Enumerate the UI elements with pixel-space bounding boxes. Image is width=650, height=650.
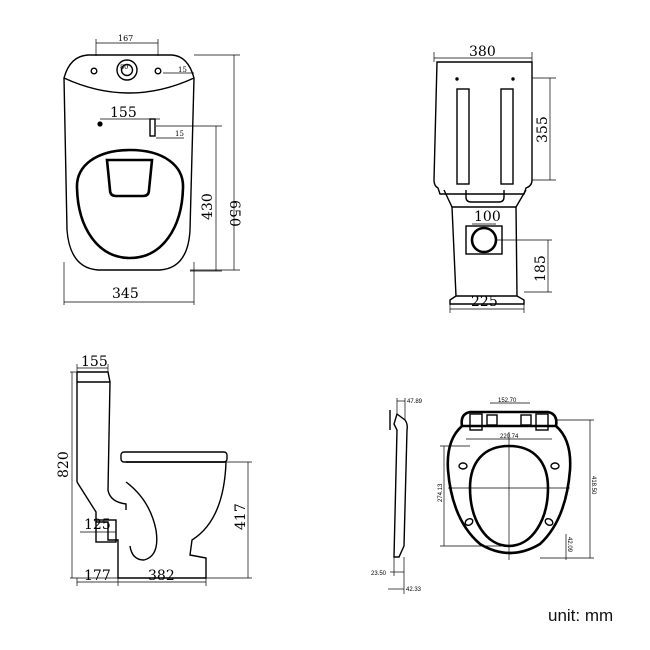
dim-label-650: 650 [226, 200, 242, 227]
seat-side-view: 47.89 23.50 42.33 [371, 398, 423, 594]
bumper-bottom-right [544, 518, 554, 526]
dim-label-345: 345 [112, 286, 139, 302]
dim-label-27413: 274.13 [438, 483, 444, 502]
dim-label-380: 380 [469, 44, 496, 60]
dim-label-355: 355 [535, 116, 551, 143]
top-view-seat-lid-handle [105, 158, 154, 198]
dim-label-155: 155 [110, 105, 137, 121]
dim-label-185: 185 [533, 255, 549, 282]
dim-label-177: 177 [84, 568, 111, 584]
flush-button-outer [116, 59, 138, 81]
unit-label: unit: mm [548, 606, 614, 625]
tank-hole-left [90, 67, 98, 75]
side-view-trap [125, 481, 158, 561]
tank-screw-left [455, 77, 459, 81]
rear-view-neck [443, 189, 527, 208]
dim-label-4789: 47.89 [407, 399, 423, 405]
dim-label-4233: 42.33 [406, 587, 422, 593]
hinge-right [535, 413, 549, 431]
tank-slot-right [500, 88, 514, 185]
side-view: 155 820 125 417 177 382 [56, 354, 252, 586]
seat-profile [393, 412, 408, 558]
tank-screw-right [511, 77, 515, 81]
dim-label-225: 225 [471, 294, 498, 310]
dim-label-22074: 220.74 [500, 434, 519, 440]
dim-label-15-top: 15 [178, 66, 187, 74]
tank-slot-left [456, 88, 470, 185]
dim-label-820: 820 [56, 451, 72, 478]
top-view-tank-curve [63, 77, 195, 94]
dim-label-125: 125 [84, 517, 111, 533]
side-view-outlet-stub [95, 519, 117, 543]
rear-view: 380 355 100 185 225 [433, 44, 556, 313]
dim-label-382: 382 [148, 568, 175, 584]
dim-label-155-side: 155 [81, 354, 108, 370]
top-view-outline [63, 54, 195, 271]
rear-view-notch [465, 190, 505, 203]
seat-top-view: 152.70 220.74 274.13 418.50 42.09 [438, 398, 596, 560]
bolt-left [97, 121, 103, 127]
dim-label-4209: 42.09 [566, 537, 572, 553]
top-view-seat-outer [75, 148, 185, 260]
dim-label-15270: 152.70 [498, 398, 517, 404]
side-view-tank [77, 371, 127, 510]
dim-label-430: 430 [200, 193, 216, 220]
dim-label-41850: 418.50 [590, 476, 596, 495]
bolt-right [149, 118, 156, 137]
dim-label-15-mid: 15 [175, 130, 184, 138]
dim-label-100: 100 [474, 209, 501, 225]
hinge-left [469, 413, 483, 431]
hinge-inner-left [486, 414, 498, 426]
dim-label-417: 417 [233, 503, 249, 530]
rear-view-outlet [470, 226, 498, 254]
seat-outer [446, 424, 572, 555]
flush-button-inner [120, 63, 134, 77]
seat-hinge-bar [460, 410, 558, 427]
rear-view-tank [433, 61, 533, 195]
bumper-top-right [550, 462, 560, 470]
tank-hole-right [154, 67, 162, 75]
dim-label-80: 80 [120, 63, 128, 71]
hinge-inner-right [520, 414, 532, 426]
dim-label-167: 167 [118, 34, 133, 43]
side-view-bowl [76, 461, 227, 579]
top-view: 167 80 15 155 15 430 650 345 [63, 34, 242, 305]
rear-view-pedestal [449, 206, 525, 305]
dim-label-2350: 23.50 [371, 571, 387, 577]
bumper-top-left [458, 462, 468, 470]
bumper-bottom-left [464, 518, 474, 526]
side-view-seat [120, 451, 228, 463]
